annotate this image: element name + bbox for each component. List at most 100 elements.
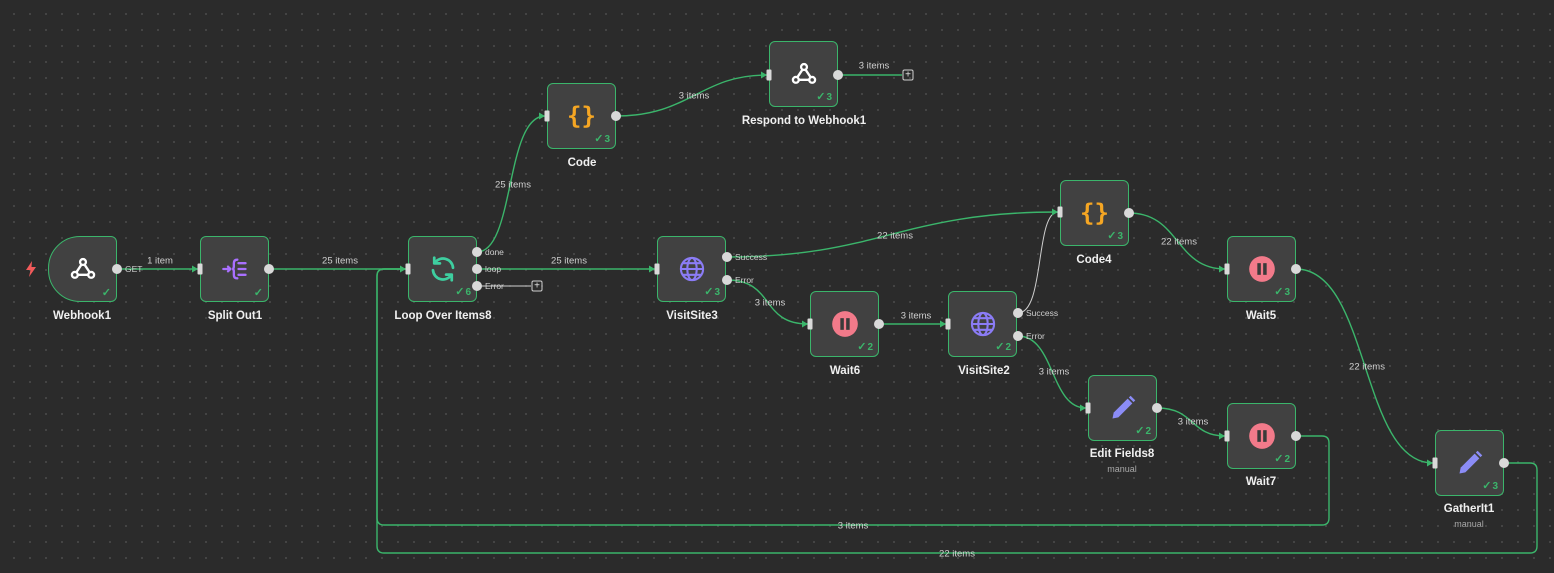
node-respond-to-webhook1[interactable]: ✓3 <box>769 41 838 107</box>
node-label-respond-to-webhook1: Respond to Webhook1 <box>741 115 867 127</box>
port-label-error: Error <box>1026 331 1045 341</box>
edge-label: 25 items <box>322 255 358 267</box>
input-handle[interactable] <box>766 69 772 81</box>
edge-label: 22 items <box>877 230 913 242</box>
node-sublabel-gatherit1: manual <box>1454 519 1484 529</box>
success-check-icon: ✓2 <box>1274 453 1290 465</box>
node-label-edit-fields8: Edit Fields8 <box>1089 448 1155 460</box>
node-wait7[interactable]: ✓2 <box>1227 403 1296 469</box>
edge-visit2-code4 <box>1017 211 1059 314</box>
node-label-visitsite2: VisitSite2 <box>958 365 1010 377</box>
output-handle-success[interactable] <box>722 252 732 262</box>
port-label-success: Success <box>1026 308 1059 318</box>
node-loop-over-items8[interactable]: ✓6 <box>408 236 477 302</box>
input-handle[interactable] <box>1085 402 1091 414</box>
node-code[interactable]: {} ✓3 <box>547 83 616 149</box>
edge-label: 25 items <box>551 255 587 267</box>
loop-icon <box>428 254 458 284</box>
input-handle[interactable] <box>807 318 813 330</box>
node-gatherit1[interactable]: ✓3 <box>1435 430 1504 496</box>
webhook-icon <box>68 254 98 284</box>
node-label-code: Code <box>567 157 597 169</box>
edge-label: 25 items <box>495 179 531 191</box>
edge-code-respond <box>615 74 768 117</box>
input-handle[interactable] <box>1224 430 1230 442</box>
node-label-wait5: Wait5 <box>1245 310 1277 322</box>
output-handle-loop[interactable] <box>472 264 482 274</box>
output-handle[interactable] <box>1291 431 1301 441</box>
edge-label: 3 items <box>900 310 932 322</box>
node-webhook1[interactable]: ✓ <box>48 236 117 302</box>
pause-icon <box>830 309 860 339</box>
edge-gather-loop <box>376 268 1538 554</box>
output-handle-done[interactable] <box>472 247 482 257</box>
output-handle-error[interactable] <box>722 275 732 285</box>
edge-label: 3 items <box>837 520 869 532</box>
node-visitsite2[interactable]: ✓2 <box>948 291 1017 357</box>
webhook-icon <box>789 59 819 89</box>
output-handle[interactable] <box>1124 208 1134 218</box>
edge-visit3-code4 <box>726 211 1059 258</box>
port-label-loop: loop <box>485 264 502 274</box>
pencil-icon <box>1455 448 1485 478</box>
input-handle[interactable] <box>197 263 203 275</box>
port-label-done: done <box>485 247 504 257</box>
node-split-out1[interactable]: ✓ <box>200 236 269 302</box>
output-handle[interactable] <box>1152 403 1162 413</box>
edge-wait5-gather <box>1295 268 1434 464</box>
add-node-button[interactable]: + <box>531 280 543 292</box>
input-handle[interactable] <box>544 110 550 122</box>
success-check-icon: ✓3 <box>704 286 720 298</box>
output-handle[interactable] <box>1499 458 1509 468</box>
code-braces-icon: {} <box>567 102 596 130</box>
success-check-icon: ✓6 <box>455 286 471 298</box>
add-node-button[interactable]: + <box>902 69 914 81</box>
edge-visit3-wait6 <box>726 279 809 325</box>
input-handle[interactable] <box>1224 263 1230 275</box>
output-handle-error[interactable] <box>472 281 482 291</box>
input-handle[interactable] <box>405 263 411 275</box>
node-label-visitsite3: VisitSite3 <box>666 310 718 322</box>
output-handle[interactable] <box>611 111 621 121</box>
pause-icon <box>1247 421 1277 451</box>
output-handle[interactable] <box>874 319 884 329</box>
pause-icon <box>1247 254 1277 284</box>
port-label-get: GET <box>125 264 143 274</box>
edge-edit-wait7 <box>1156 407 1226 437</box>
input-handle[interactable] <box>1432 457 1438 469</box>
input-handle[interactable] <box>654 263 660 275</box>
output-handle-success[interactable] <box>1013 308 1023 318</box>
output-handle[interactable] <box>264 264 274 274</box>
port-label-error: Error <box>485 281 504 291</box>
node-wait5[interactable]: ✓3 <box>1227 236 1296 302</box>
pencil-icon <box>1108 393 1138 423</box>
output-handle-error[interactable] <box>1013 331 1023 341</box>
node-visitsite3[interactable]: ✓3 <box>657 236 726 302</box>
success-check-icon: ✓2 <box>1135 425 1151 437</box>
input-handle[interactable] <box>1057 206 1063 218</box>
output-handle[interactable] <box>112 264 122 274</box>
port-label-success: Success <box>735 252 768 262</box>
node-label-wait7: Wait7 <box>1245 476 1277 488</box>
edge-label: 22 items <box>1161 236 1197 248</box>
node-label-code4: Code4 <box>1076 254 1112 266</box>
success-check-icon: ✓3 <box>1482 480 1498 492</box>
trigger-bolt-icon <box>26 261 36 277</box>
edge-label: 1 item <box>147 255 173 267</box>
node-label-gatherit1: GatherIt1 <box>1443 503 1495 515</box>
node-code4[interactable]: {} ✓3 <box>1060 180 1129 246</box>
edge-visit2-edit <box>1017 335 1087 409</box>
edge-label: 3 items <box>1177 416 1209 428</box>
output-handle[interactable] <box>1291 264 1301 274</box>
success-check-icon: ✓3 <box>594 133 610 145</box>
edge-label: 3 items <box>858 60 890 72</box>
globe-icon <box>968 309 998 339</box>
success-check-icon: ✓3 <box>816 91 832 103</box>
edge-label: 3 items <box>1038 366 1070 378</box>
output-handle[interactable] <box>833 70 843 80</box>
node-wait6[interactable]: ✓2 <box>810 291 879 357</box>
node-edit-fields8[interactable]: ✓2 <box>1088 375 1157 441</box>
input-handle[interactable] <box>945 318 951 330</box>
node-sublabel-edit-fields8: manual <box>1107 464 1137 474</box>
